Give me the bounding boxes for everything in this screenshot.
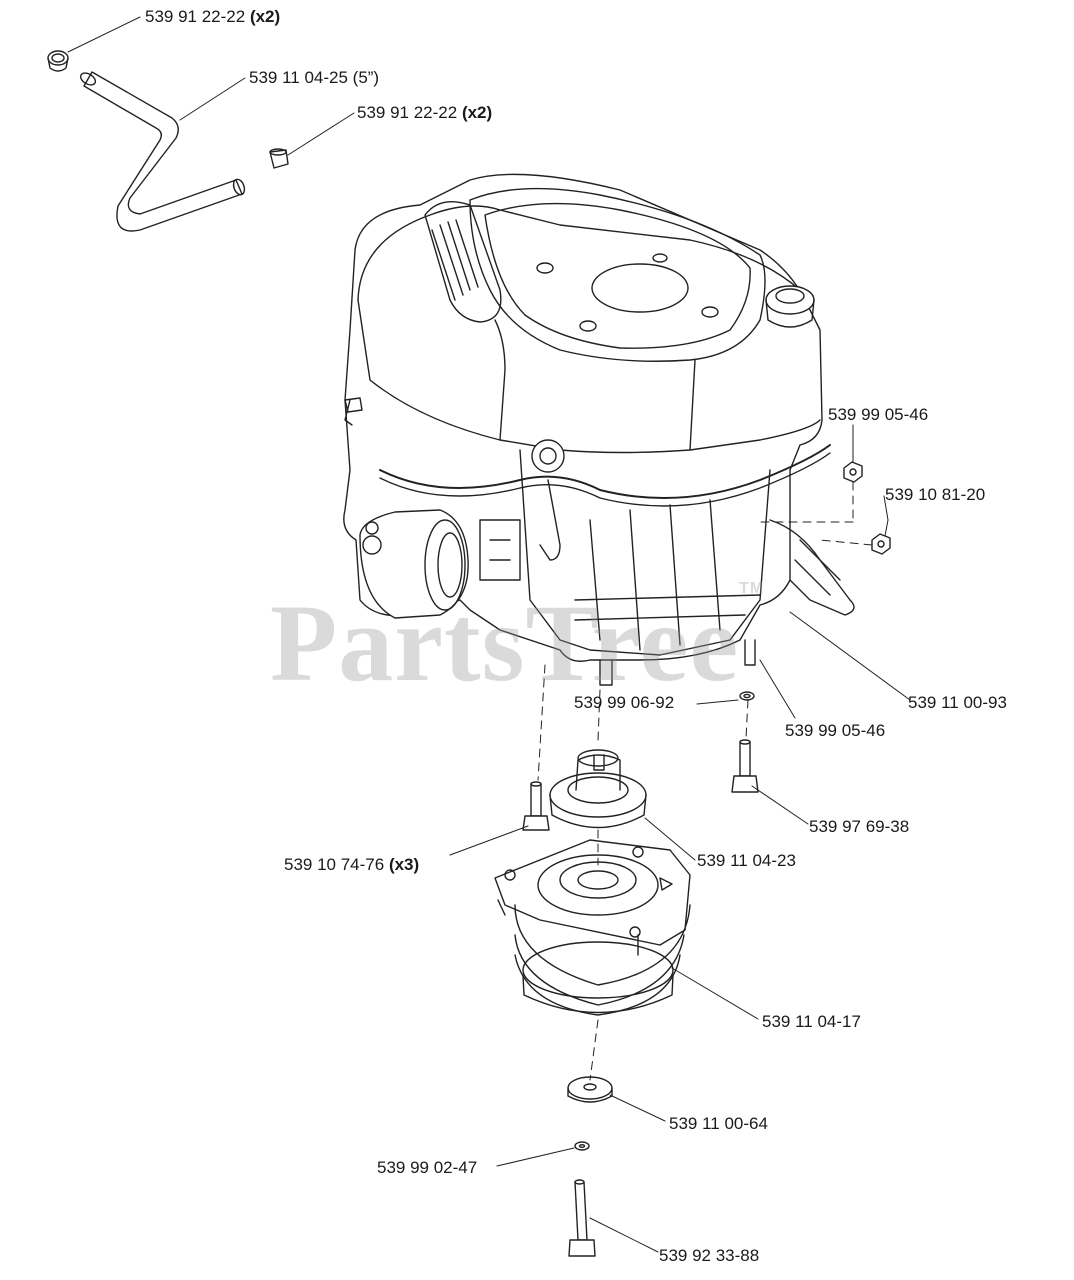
part-label: 539 91 22-22 (x2) <box>357 103 493 122</box>
part-label: 539 99 02-47 <box>377 1158 478 1177</box>
part-label: 539 92 33-88 <box>659 1246 760 1265</box>
alignment-lines <box>537 481 873 1081</box>
part-label: 539 11 04-25 (5”) <box>249 68 380 87</box>
spacer-washer <box>567 1076 613 1103</box>
hose-clamp-top <box>47 50 69 72</box>
leader-lines <box>67 16 911 1253</box>
engine-assembly <box>343 173 855 686</box>
lock-washer <box>739 691 755 701</box>
oil-cap <box>765 285 815 328</box>
small-washer <box>574 1141 590 1151</box>
part-label: 539 10 81-20 <box>885 485 986 504</box>
nut-upper-right <box>843 461 863 483</box>
part-label: 539 97 69-38 <box>809 817 910 836</box>
part-label: 539 11 04-23 <box>697 851 796 870</box>
part-label: 539 91 22-22 (x2) <box>145 7 281 26</box>
part-label: 539 10 74-76 (x3) <box>284 855 420 874</box>
part-label: 539 99 06-92 <box>574 693 675 712</box>
engine-pulley <box>549 749 647 829</box>
part-label: 539 11 00-93 <box>908 693 1007 712</box>
bolt-left <box>522 781 550 831</box>
part-label: 539 99 05-46 <box>785 721 886 740</box>
hose-clamp-small <box>269 148 289 169</box>
bolt-right <box>731 739 759 793</box>
part-label: 539 11 00-64 <box>669 1114 768 1133</box>
partstree-watermark: PartsTreeTM <box>270 580 765 704</box>
electric-clutch <box>494 839 691 1016</box>
fuel-hose <box>79 71 246 232</box>
part-label: 539 99 05-46 <box>828 405 929 424</box>
part-label: 539 11 04-17 <box>762 1012 861 1031</box>
nut-right <box>871 533 891 555</box>
long-bolt <box>568 1179 596 1257</box>
